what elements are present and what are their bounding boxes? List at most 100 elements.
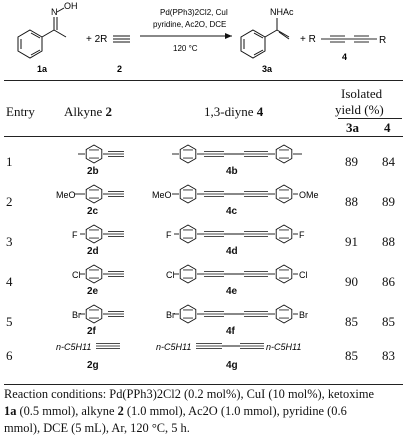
benzene-ring bbox=[85, 224, 103, 244]
substituent-label: Br bbox=[72, 310, 81, 320]
benzene-ring bbox=[85, 184, 103, 204]
header-alkyne-text: Alkyne bbox=[64, 104, 103, 119]
substituent-left: Cl bbox=[166, 270, 175, 280]
substituent-label: MeO bbox=[56, 190, 76, 200]
diyne-label: 4d bbox=[226, 246, 238, 257]
alkyne-structure: F bbox=[72, 224, 124, 244]
alkyne-label: 2d bbox=[87, 246, 99, 257]
header-alkyne: Alkyne 2 bbox=[64, 104, 112, 120]
alkyne-label: 2g bbox=[87, 360, 99, 371]
footnote-line1: Reaction conditions: Pd(PPh3)2Cl2 (0.2 m… bbox=[4, 387, 374, 401]
benzene-ring bbox=[275, 144, 293, 164]
footnote: Reaction conditions: Pd(PPh3)2Cl2 (0.2 m… bbox=[4, 386, 404, 437]
alkyne-structure: Cl bbox=[72, 264, 124, 284]
row-entry: 4 bbox=[6, 274, 13, 289]
benzene-ring bbox=[179, 304, 197, 324]
yield-3a: 89 bbox=[345, 154, 358, 169]
diyne-structure: Cl Cl bbox=[166, 264, 308, 284]
benzene-ring bbox=[179, 144, 197, 164]
header-sub-3a: 3a bbox=[346, 120, 359, 135]
substituent-left: F bbox=[166, 230, 172, 240]
coefficient: + 2R bbox=[86, 34, 107, 45]
row-entry: 5 bbox=[6, 314, 13, 329]
diyne-label: 4e bbox=[226, 286, 238, 297]
r-end: R bbox=[379, 35, 386, 46]
footnote-1a: 1a bbox=[4, 404, 17, 418]
yield-3a: 88 bbox=[345, 194, 358, 209]
yield-4: 88 bbox=[382, 234, 395, 249]
alkyne-triple-bond bbox=[113, 35, 130, 43]
footnote-l2b: (0.5 mmol), alkyne bbox=[16, 404, 118, 418]
alkyne-label: 2b bbox=[87, 166, 99, 177]
header-sub-4: 4 bbox=[384, 120, 391, 135]
table-bottom-rule bbox=[4, 384, 403, 385]
diyne-structure bbox=[172, 144, 302, 164]
header-diyne-text: 1,3-diyne bbox=[204, 104, 254, 119]
yield-3a: 91 bbox=[345, 234, 358, 249]
substituent-label: n-C5H11 bbox=[56, 342, 91, 352]
alkyne-label: 2c bbox=[87, 206, 99, 217]
yield-3a: 85 bbox=[345, 348, 358, 363]
label-2: 2 bbox=[117, 64, 122, 74]
diyne-label: 4c bbox=[226, 206, 238, 217]
header-yield-line2: yield (%) bbox=[335, 102, 384, 117]
header-diyne: 1,3-diyne 4 bbox=[204, 104, 263, 120]
substituent-right: Cl bbox=[299, 270, 308, 280]
row-entry: 6 bbox=[6, 348, 13, 363]
label-1a: 1a bbox=[37, 64, 48, 74]
alkyne-structure: n-C5H11 bbox=[56, 342, 120, 352]
yield-4: 84 bbox=[382, 154, 395, 169]
footnote-l2d: (1.0 mmol), Ac2O (1.0 mmol), pyridine (0… bbox=[123, 404, 347, 418]
yield-3a: 85 bbox=[345, 314, 358, 329]
row-entry: 1 bbox=[6, 154, 13, 169]
yield-4: 86 bbox=[382, 274, 395, 289]
benzene-ring bbox=[85, 144, 103, 164]
yield-4: 85 bbox=[382, 314, 395, 329]
substituent-right: F bbox=[299, 230, 305, 240]
enamide-structure bbox=[240, 18, 290, 59]
header-yield-line1: Isolated bbox=[341, 86, 383, 101]
benzene-ring bbox=[85, 264, 103, 284]
benzene-ring bbox=[179, 264, 197, 284]
row-entry: 2 bbox=[6, 194, 13, 209]
substituent-right: OMe bbox=[299, 190, 319, 200]
table-top-rule bbox=[4, 80, 403, 81]
benzene-ring bbox=[275, 304, 293, 324]
row-entry: 3 bbox=[6, 234, 13, 249]
plus-r: + R bbox=[300, 34, 316, 45]
conditions-temp: 120 °C bbox=[173, 44, 198, 53]
header-entry: Entry bbox=[6, 104, 35, 119]
reaction-scheme: N OH 1a + 2R 2 Pd(PPh3)2Cl2, CuI pyridin… bbox=[17, 1, 386, 74]
benzene-ring bbox=[275, 224, 293, 244]
yield-4: 83 bbox=[382, 348, 395, 363]
header-diyne-num: 4 bbox=[256, 104, 264, 119]
oxime-structure bbox=[17, 7, 67, 59]
yield-4: 89 bbox=[382, 194, 395, 209]
substituent-left: n-C5H11 bbox=[156, 342, 191, 352]
benzene-ring bbox=[85, 304, 103, 324]
footnote-line3: mmol), DCE (5 mL), Ar, 120 °C, 5 h. bbox=[4, 421, 190, 435]
diyne-label: 4f bbox=[226, 326, 235, 337]
table-header-rule bbox=[4, 136, 403, 137]
yield-3a: 90 bbox=[345, 274, 358, 289]
label-4: 4 bbox=[342, 52, 347, 62]
diyne-label: 4g bbox=[226, 360, 238, 371]
substituent-left: MeO bbox=[152, 190, 172, 200]
alkyne-structure: Br bbox=[72, 304, 124, 324]
diyne-structure: Br Br bbox=[166, 304, 308, 324]
alkyne-structure bbox=[78, 144, 124, 164]
benzene-ring bbox=[275, 264, 293, 284]
diyne-label: 4b bbox=[226, 166, 238, 177]
alkyne-label: 2f bbox=[87, 326, 96, 337]
conditions-line2: pyridine, Ac2O, DCE bbox=[153, 20, 226, 29]
alkyne-structure: MeO bbox=[56, 184, 124, 204]
alkyne-label: 2e bbox=[87, 286, 99, 297]
substituent-left: Br bbox=[166, 310, 175, 320]
oxime-oh: OH bbox=[64, 1, 78, 11]
benzene-ring bbox=[179, 184, 197, 204]
substituent-label: F bbox=[72, 230, 78, 240]
benzene-ring bbox=[179, 224, 197, 244]
diyne-bonds bbox=[321, 35, 377, 43]
substituent-right: Br bbox=[299, 310, 308, 320]
